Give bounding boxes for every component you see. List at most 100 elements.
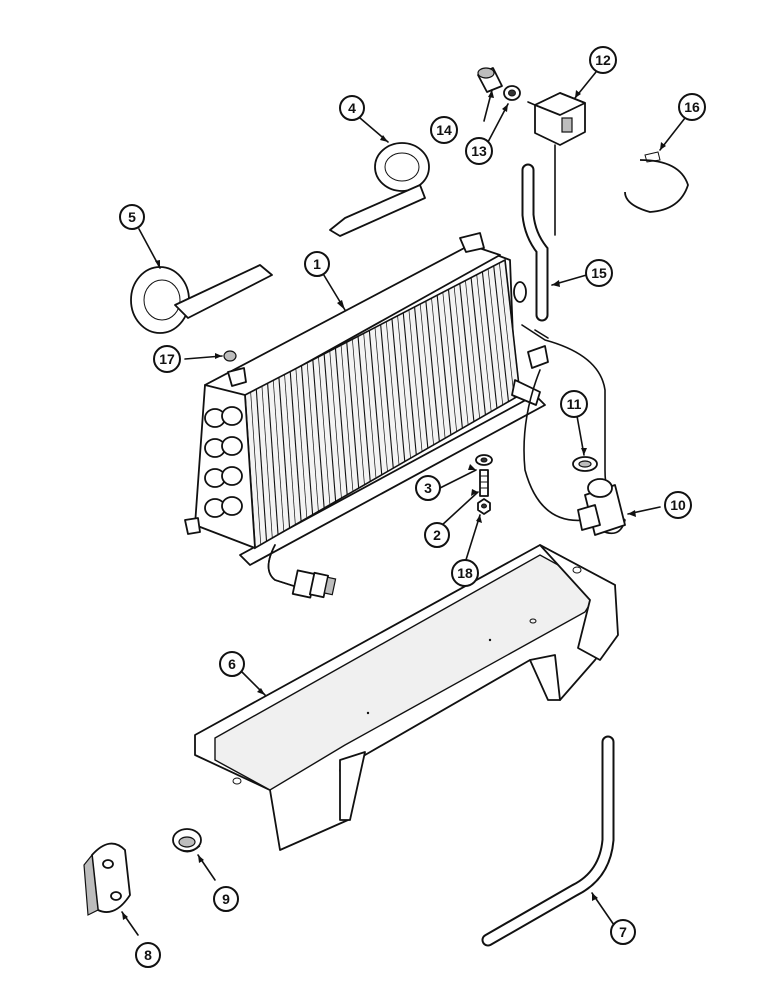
callout-15: 15 xyxy=(585,259,613,287)
grommet-plate-8 xyxy=(83,842,131,916)
fin-line xyxy=(380,324,394,469)
fin-line xyxy=(284,374,296,525)
callout-9: 9 xyxy=(213,886,239,912)
fin-line xyxy=(459,283,475,422)
fin-line xyxy=(323,353,337,502)
fin-line xyxy=(442,292,457,432)
callout-13: 13 xyxy=(465,137,493,165)
callout-11: 11 xyxy=(560,390,588,418)
callout-1-label: 1 xyxy=(313,256,321,272)
seal-ring-9 xyxy=(172,828,202,853)
callout-14: 14 xyxy=(430,116,458,144)
fin-line xyxy=(481,271,498,409)
callout-14-label: 14 xyxy=(436,122,452,138)
evaporator-tube-bends xyxy=(204,406,243,518)
fin-line xyxy=(419,303,434,445)
fin-line xyxy=(306,362,319,512)
valve-body xyxy=(577,478,626,536)
fin-line xyxy=(357,336,371,482)
o-ring-11 xyxy=(572,456,598,472)
fin-line xyxy=(261,386,273,539)
fin-line xyxy=(425,301,440,442)
leader-arrowheads xyxy=(122,90,666,920)
callout-12-label: 12 xyxy=(595,52,611,68)
fin-line xyxy=(295,368,308,519)
washer-3 xyxy=(475,454,493,466)
callout-8: 8 xyxy=(135,942,161,968)
fin-line xyxy=(465,280,481,419)
fin-line xyxy=(312,359,325,509)
callout-6-label: 6 xyxy=(228,656,236,672)
fin-line xyxy=(487,268,504,406)
fin-line xyxy=(278,377,291,529)
fin-line xyxy=(346,342,360,489)
spring-clip-upper xyxy=(329,142,430,237)
fin-line xyxy=(267,383,279,535)
callout-11-label: 11 xyxy=(567,396,582,412)
callout-16: 16 xyxy=(678,93,706,121)
spring-clip-left xyxy=(130,264,273,334)
fin-line xyxy=(431,298,446,439)
callout-6: 6 xyxy=(219,651,245,677)
callout-10: 10 xyxy=(664,491,692,519)
fin-line xyxy=(408,309,423,452)
fin-line xyxy=(498,262,515,399)
housing-tray xyxy=(194,544,619,851)
fin-line xyxy=(363,333,377,479)
evaporator-core xyxy=(184,232,546,599)
fin-line xyxy=(476,274,492,412)
fin-line xyxy=(453,286,469,425)
callout-18: 18 xyxy=(451,559,479,587)
fin-line xyxy=(272,380,285,532)
callout-7: 7 xyxy=(610,919,636,945)
callout-3-label: 3 xyxy=(424,480,432,496)
cap-14 xyxy=(477,67,503,93)
callout-8-label: 8 xyxy=(144,947,152,963)
fin-line xyxy=(368,330,383,475)
callout-7-label: 7 xyxy=(619,924,627,940)
callout-5-label: 5 xyxy=(128,209,136,225)
fin-line xyxy=(470,277,486,416)
fin-line xyxy=(397,315,411,459)
drain-hose-7 xyxy=(481,735,615,947)
fin-line xyxy=(289,371,302,522)
fin-line xyxy=(255,389,268,542)
fin-line xyxy=(318,356,331,505)
thermostat-switch xyxy=(527,92,586,236)
callout-18-label: 18 xyxy=(457,565,473,581)
callout-13-label: 13 xyxy=(471,143,487,159)
callout-9-label: 9 xyxy=(222,891,230,907)
callout-17-label: 17 xyxy=(159,351,175,367)
callout-4-label: 4 xyxy=(348,100,356,116)
fin-line xyxy=(414,306,429,449)
drain-tube xyxy=(521,163,549,322)
fin-line xyxy=(300,365,314,515)
fin-line xyxy=(493,265,510,402)
fin-line xyxy=(447,289,463,429)
grommet-13 xyxy=(503,85,521,101)
stud-2 xyxy=(479,469,489,497)
fin-line xyxy=(352,339,365,485)
hose-clamp xyxy=(624,151,689,213)
callout-15-label: 15 xyxy=(591,265,607,281)
fin-line xyxy=(334,347,348,495)
fin-line xyxy=(504,259,521,396)
callout-17: 17 xyxy=(153,345,181,373)
fin-line xyxy=(329,350,342,499)
fin-line xyxy=(250,392,262,545)
callout-16-label: 16 xyxy=(684,99,700,115)
callout-1: 1 xyxy=(304,251,330,277)
callout-2: 2 xyxy=(424,522,450,548)
fin-line xyxy=(402,312,417,455)
callout-12: 12 xyxy=(589,46,617,74)
callout-5: 5 xyxy=(119,204,145,230)
outlet-fitting xyxy=(291,569,337,599)
nut-17 xyxy=(223,350,237,362)
expansion-valve xyxy=(521,324,626,536)
evaporator-fins xyxy=(244,259,521,549)
nut-18 xyxy=(477,498,491,515)
callout-3: 3 xyxy=(415,475,441,501)
fin-line xyxy=(374,327,388,472)
callout-4: 4 xyxy=(339,95,365,121)
